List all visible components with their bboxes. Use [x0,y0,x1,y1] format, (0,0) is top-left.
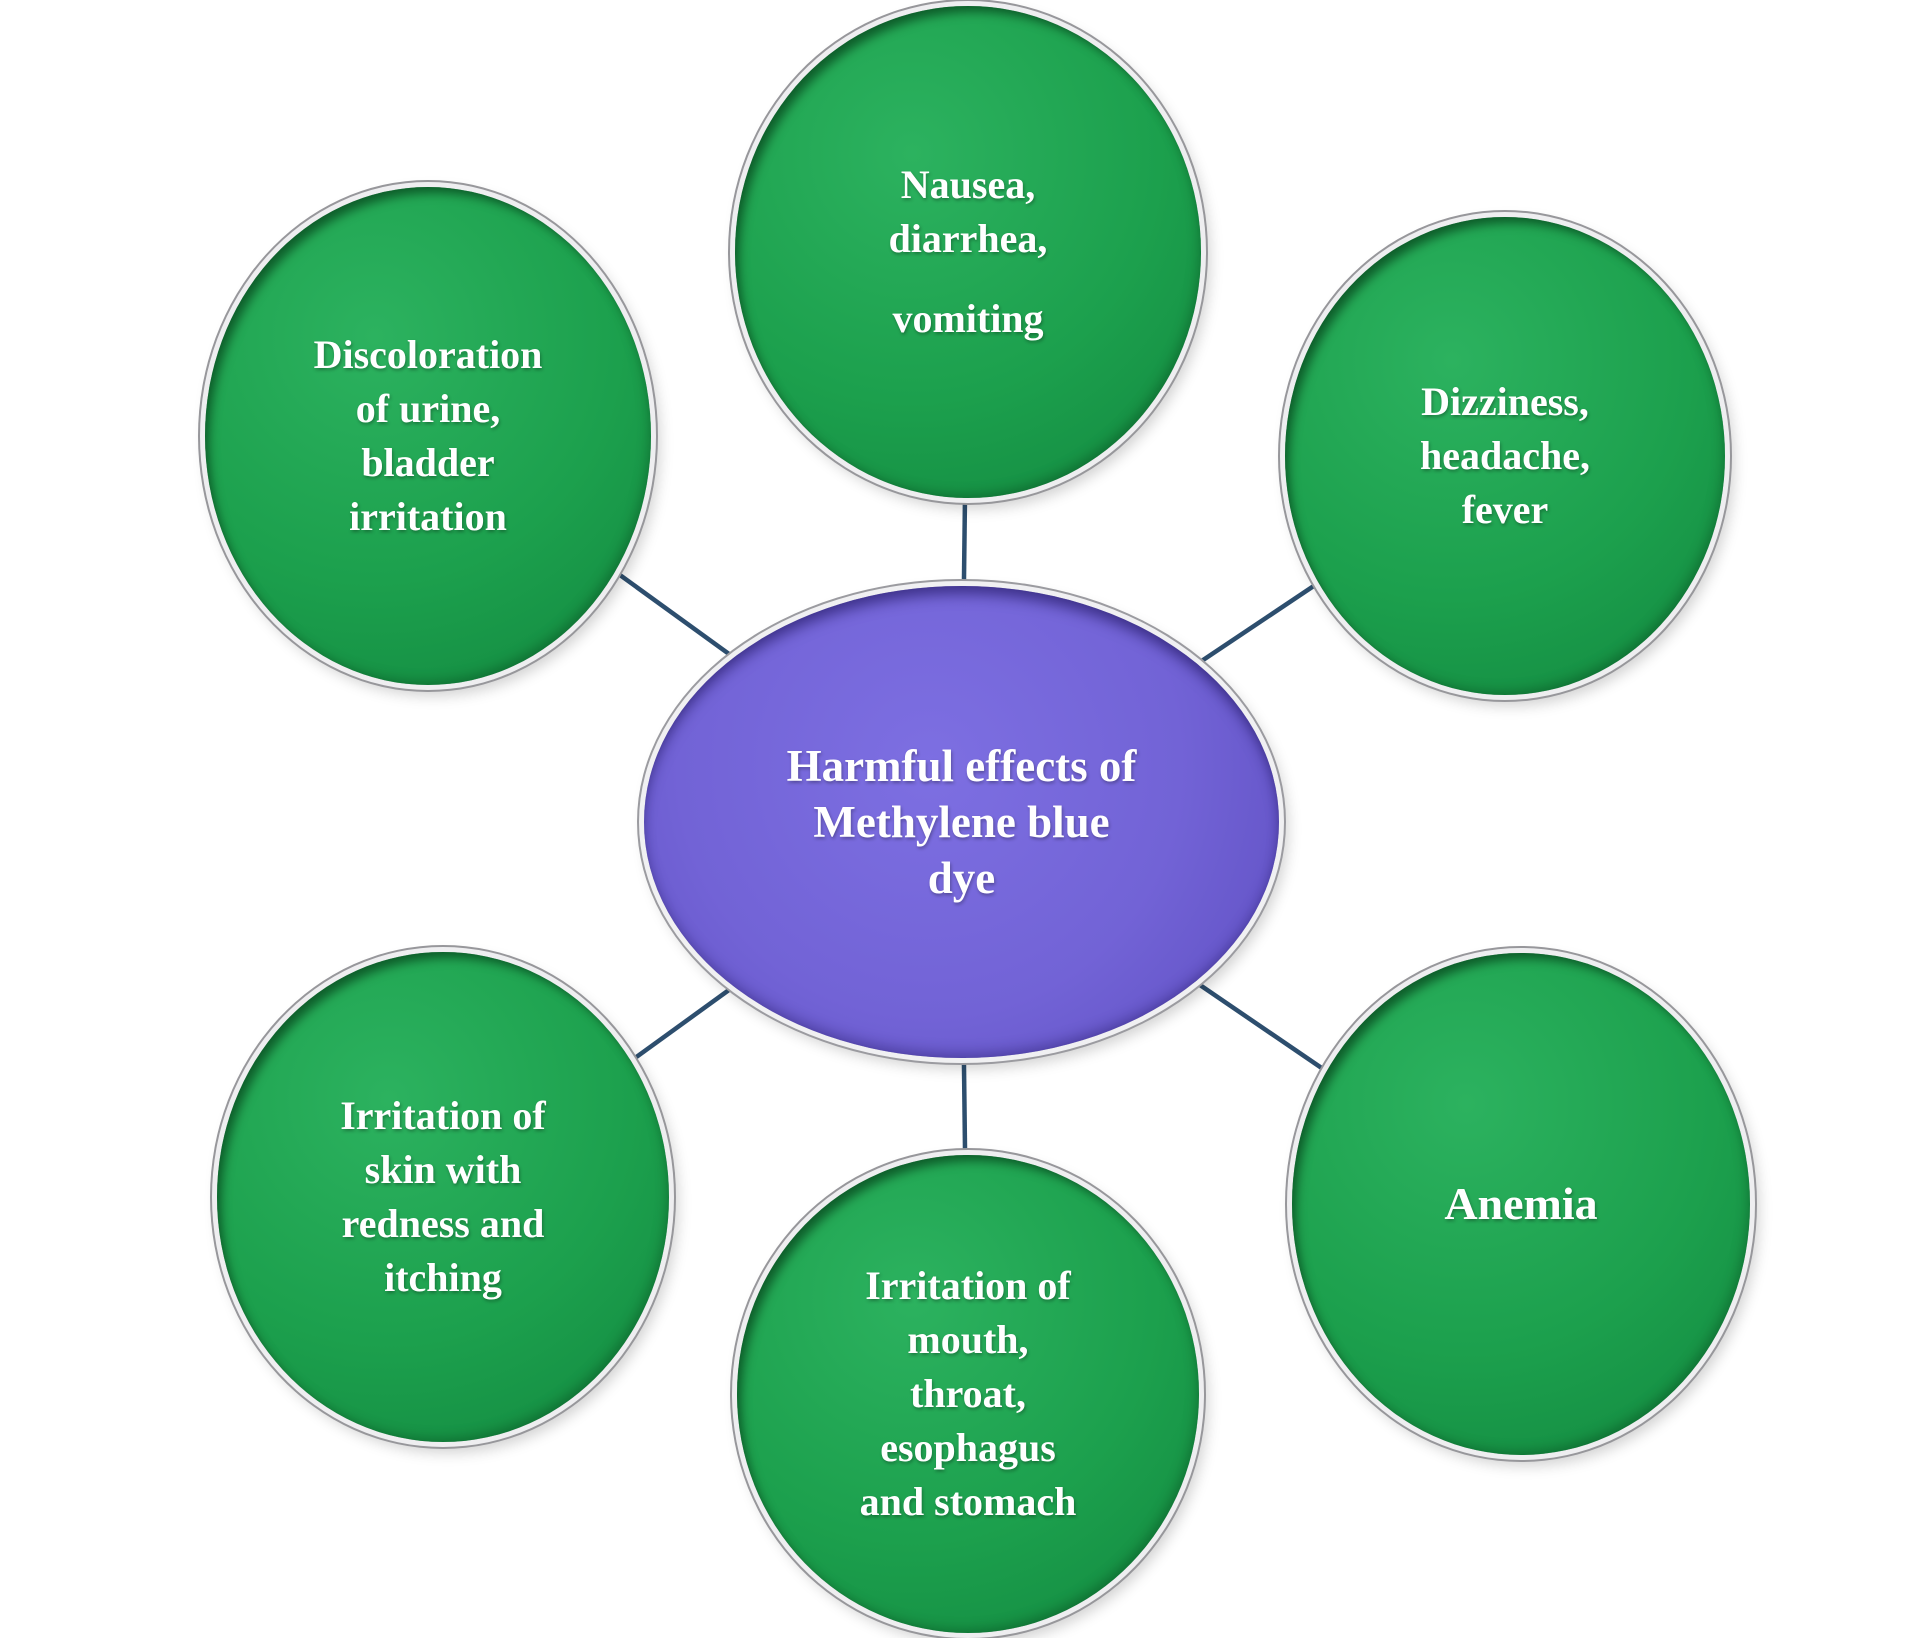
node-label: Anemia [1292,1177,1750,1231]
node-label-line: Dizziness, [1421,379,1589,424]
node-anemia: Anemia [1292,953,1750,1455]
node-dizziness-headache-fever: Dizziness, headache, fever [1285,217,1725,695]
node-label-line: of urine, [355,386,501,431]
node-skin-irritation: Irritation of skin with redness and itch… [217,952,669,1442]
node-label-line: Discoloration [313,332,543,377]
node-label-line: and stomach [859,1479,1077,1524]
node-label-line: Irritation of [865,1263,1071,1308]
node-label-line: headache, [1420,433,1590,478]
center-label-line: dye [927,853,996,903]
node-label: Irritation of mouth, throat, esophagus a… [737,1259,1199,1529]
node-label: Irritation of skin with redness and itch… [217,1089,669,1305]
node-label: Dizziness, headache, fever [1285,375,1725,537]
node-label-line: diarrhea, [888,216,1048,261]
node-label-line: bladder [361,440,495,485]
node-label-line: fever [1461,487,1549,532]
node-label-line: throat, [910,1371,1026,1416]
center-label: Harmful effects of Methylene blue dye [644,738,1279,906]
node-mouth-throat-irritation: Irritation of mouth, throat, esophagus a… [737,1155,1199,1633]
node-label-line: irritation [349,494,507,539]
node-discoloration-urine: Discoloration of urine, bladder irritati… [205,187,651,685]
node-label-line: vomiting [892,296,1044,341]
node-label: Discoloration of urine, bladder irritati… [205,328,651,544]
node-center-harmful-effects: Harmful effects of Methylene blue dye [644,586,1279,1058]
node-nausea-diarrhea-vomiting: Nausea, diarrhea, vomiting [735,6,1201,498]
center-label-line: Harmful effects of [786,741,1137,791]
node-label-line: Nausea, [900,162,1036,207]
node-label-line: Irritation of [340,1093,546,1138]
node-label-line: redness and [341,1201,545,1246]
center-label-line: Methylene blue [813,797,1110,847]
node-label-line: itching [384,1255,502,1300]
node-label-line: Anemia [1444,1178,1598,1229]
node-label-line: esophagus [880,1425,1056,1470]
node-label-line: skin with [364,1147,522,1192]
node-label: Nausea, diarrhea, vomiting [735,158,1201,346]
node-label-line: mouth, [907,1317,1029,1362]
